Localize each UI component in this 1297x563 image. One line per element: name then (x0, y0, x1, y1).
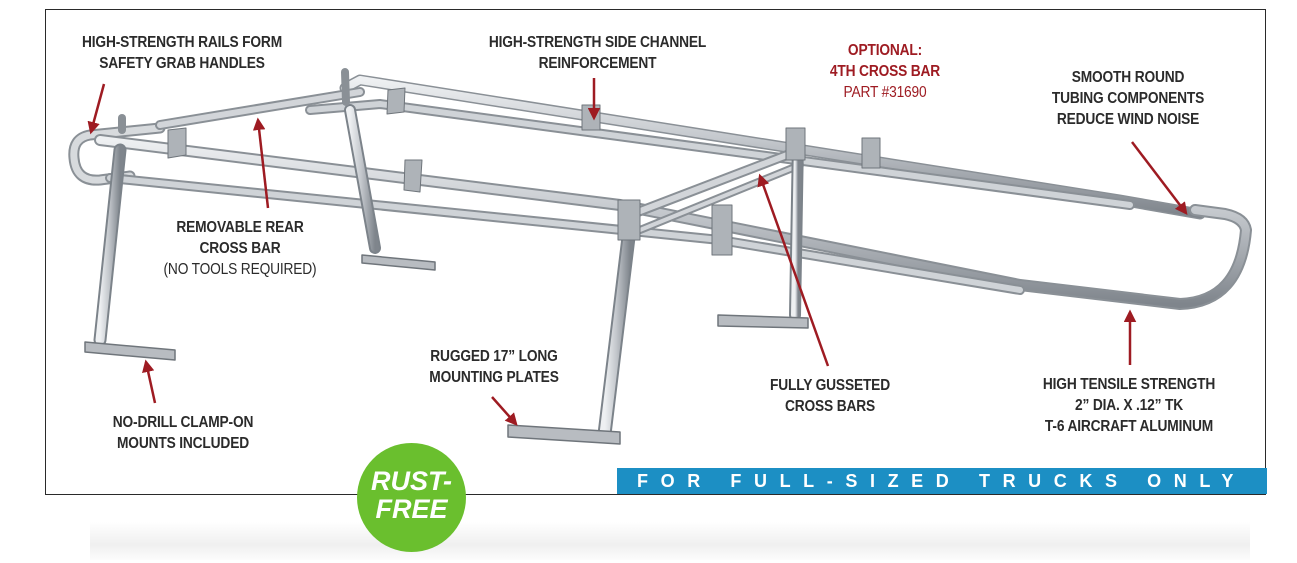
callout-mounting-plates-line-2: MOUNTING PLATES (429, 369, 559, 386)
callout-round-tubing-line-2: TUBING COMPONENTS (1051, 90, 1205, 107)
callout-grab-handles: HIGH-STRENGTH RAILS FORM SAFETY GRAB HAN… (70, 32, 294, 74)
callout-round-tubing-line-1: SMOOTH ROUND (1071, 69, 1185, 86)
ground-shadow (90, 522, 1250, 560)
callout-round-tubing: SMOOTH ROUND TUBING COMPONENTS REDUCE WI… (1038, 67, 1219, 130)
callout-grab-handles-line-1: HIGH-STRENGTH RAILS FORM (82, 34, 282, 51)
callout-optional-line-2: 4TH CROSS BAR (829, 63, 941, 80)
callout-tensile-strength: HIGH TENSILE STRENGTH 2” DIA. X .12” TK … (1027, 374, 1232, 437)
callout-clamp-on-mounts: NO-DRILL CLAMP-ON MOUNTS INCLUDED (101, 412, 264, 454)
callout-side-channel-line-1: HIGH-STRENGTH SIDE CHANNEL (488, 34, 707, 51)
diagram-frame (45, 9, 1266, 495)
callout-gusseted-line-2: CROSS BARS (784, 398, 876, 415)
rust-free-badge-line-1: RUST- (371, 466, 452, 496)
callout-tensile-line-2: 2” DIA. X .12” TK (1075, 397, 1183, 414)
callout-optional-cross-bar: OPTIONAL: 4TH CROSS BAR PART #31690 (799, 40, 971, 103)
callout-gusseted-line-1: FULLY GUSSETED (770, 377, 890, 394)
callout-side-channel-line-2: REINFORCEMENT (538, 55, 657, 72)
callout-gusseted-cross-bars: FULLY GUSSETED CROSS BARS (761, 375, 899, 417)
rack-structure (68, 68, 1252, 445)
callout-rear-cross-bar-note: (NO TOOLS REQUIRED) (163, 261, 317, 278)
callout-grab-handles-line-2: SAFETY GRAB HANDLES (99, 55, 265, 72)
callout-optional-line-1: OPTIONAL: (847, 42, 923, 59)
callout-clamp-line-2: MOUNTS INCLUDED (117, 435, 249, 452)
callout-side-channel: HIGH-STRENGTH SIDE CHANNEL REINFORCEMENT (471, 32, 725, 74)
callout-mounting-plates: RUGGED 17” LONG MOUNTING PLATES (420, 346, 568, 388)
callout-clamp-line-1: NO-DRILL CLAMP-ON (112, 414, 254, 431)
callout-arrows (87, 78, 1188, 426)
full-size-trucks-banner: FOR FULL-SIZED TRUCKS ONLY (617, 468, 1267, 494)
callout-round-tubing-line-3: REDUCE WIND NOISE (1056, 111, 1200, 128)
callout-mounting-plates-line-1: RUGGED 17” LONG (430, 348, 558, 365)
callout-optional-part-number: PART #31690 (843, 84, 927, 101)
callout-rear-cross-bar-line-1: REMOVABLE REAR (176, 219, 304, 236)
callout-rear-cross-bar: REMOVABLE REAR CROSS BAR (NO TOOLS REQUI… (163, 217, 318, 280)
callout-tensile-line-1: HIGH TENSILE STRENGTH (1042, 376, 1216, 393)
callout-tensile-line-3: T-6 AIRCRAFT ALUMINUM (1044, 418, 1214, 435)
callout-rear-cross-bar-line-2: CROSS BAR (199, 240, 281, 257)
rust-free-badge: RUST- FREE (357, 443, 466, 552)
rust-free-badge-line-2: FREE (375, 494, 448, 524)
